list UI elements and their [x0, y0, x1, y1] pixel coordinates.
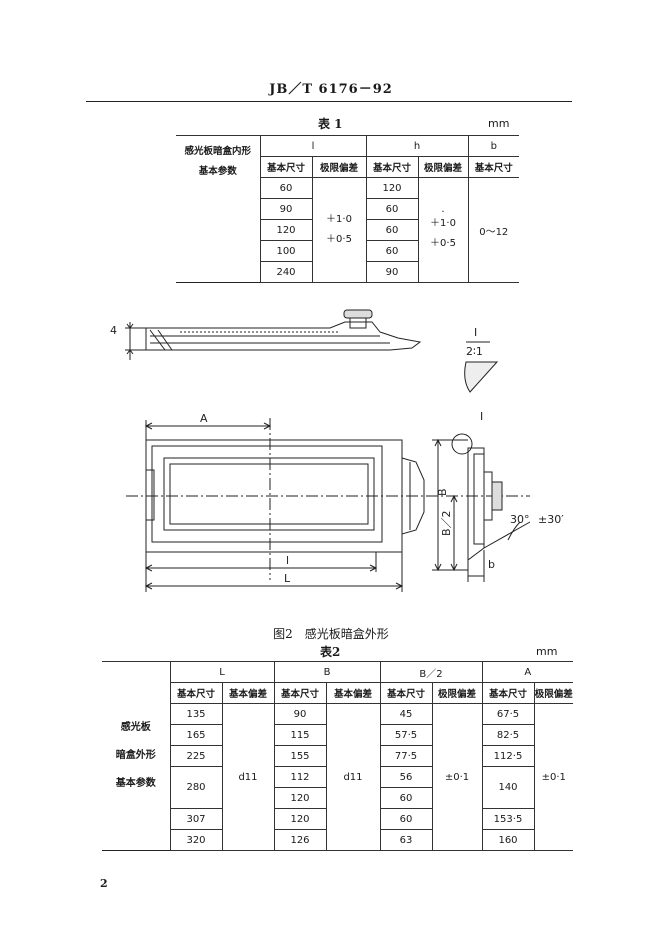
table2-B-value: 120	[273, 808, 327, 830]
label-angle-tol: ±30′	[538, 513, 564, 526]
table1: 感光板暗盒内形 基本参数 l h b 基本尺寸 极限偏差 基本尺寸 极限偏差 基…	[176, 135, 519, 283]
table2-A-value: 67·5	[481, 703, 535, 725]
table2-A-tolerance: ±0·1	[533, 703, 573, 851]
cassette-drawing: 4 I 2∶1 A I B B／2 30° ±30′ l L b	[110, 309, 564, 592]
table2-row-label-line2: 暗盒外形	[115, 750, 156, 761]
table2-A-value: 160	[481, 829, 535, 851]
label-A: A	[200, 412, 208, 425]
table2-B2-value: 56	[379, 766, 433, 788]
table2-A-value: 140	[481, 766, 535, 809]
table1-b-value: 0～12	[467, 177, 519, 283]
side-view	[125, 309, 422, 360]
table1-caption: 表 1	[318, 117, 343, 131]
table2-B-value: 120	[273, 787, 327, 809]
header-rule	[86, 101, 572, 102]
table1-h-dot: .	[441, 204, 445, 215]
table1-l-tolerance: ＋1·0 ＋0·5	[311, 177, 367, 283]
table2: 感光板 暗盒外形 基本参数 L B B／2 A 基本尺寸 基本偏差 基本尺寸 基…	[102, 661, 573, 851]
table2-subheader: 基本尺寸	[481, 682, 535, 704]
table2-B2-value: 63	[379, 829, 433, 851]
table2-L-value: 165	[169, 724, 223, 746]
label-b: b	[488, 558, 495, 571]
figure2-caption: 图2 感光板暗盒外形	[273, 627, 389, 641]
table2-L-deviation: d11	[221, 703, 275, 851]
table2-L-value: 135	[169, 703, 223, 725]
label-B: B	[436, 488, 449, 496]
label-angle: 30°	[510, 513, 530, 526]
label-L: L	[284, 572, 291, 585]
table2-subheader: 极限偏差	[533, 682, 573, 704]
table2-B-value: 112	[273, 766, 327, 788]
table2-group-L: L	[169, 661, 275, 683]
table1-l-value: 240	[259, 261, 313, 283]
table2-B-value: 115	[273, 724, 327, 746]
table2-B-value: 155	[273, 745, 327, 767]
label-l: l	[286, 554, 289, 567]
table2-row-label-line3: 基本参数	[115, 778, 156, 789]
table2-A-value: 112·5	[481, 745, 535, 767]
label-B2: B／2	[440, 510, 453, 536]
table1-h-tol-upper: ＋1·0	[430, 218, 456, 229]
table2-B-deviation: d11	[325, 703, 381, 851]
table1-row-label: 感光板暗盒内形 基本参数	[176, 135, 261, 283]
table1-l-tol-upper: ＋1·0	[326, 214, 352, 225]
end-view	[432, 433, 531, 582]
table2-L-value: 280	[169, 766, 223, 809]
standard-code-header: JB／T 6176－92	[269, 82, 393, 97]
table1-h-value: 90	[365, 261, 419, 283]
table2-subheader: 基本尺寸	[169, 682, 223, 704]
label-detail-ref: I	[474, 326, 477, 339]
table1-row-label-line1: 感光板暗盒内形	[184, 146, 251, 157]
label-detail-mark: I	[480, 410, 483, 423]
table2-group-A: A	[481, 661, 573, 683]
table1-h-tolerance: . ＋1·0 ＋0·5	[417, 177, 469, 283]
table2-unit: mm	[536, 645, 558, 658]
table2-group-B: B	[273, 661, 381, 683]
label-detail-scale: 2∶1	[466, 345, 483, 358]
table2-B2-value: 45	[379, 703, 433, 725]
table1-unit: mm	[488, 117, 510, 130]
table2-B2-value: 60	[379, 787, 433, 809]
table2-B-value: 126	[273, 829, 327, 851]
table2-subheader: 极限偏差	[431, 682, 483, 704]
table2-subheader: 基本偏差	[221, 682, 275, 704]
table2-caption: 表2	[320, 645, 341, 659]
front-view	[126, 418, 530, 592]
table2-row-label-line1: 感光板	[120, 722, 151, 733]
table2-L-value: 225	[169, 745, 223, 767]
table1-l-tol-lower: ＋0·5	[326, 234, 352, 245]
table2-L-value: 307	[169, 808, 223, 830]
table2-group-B2: B／2	[379, 661, 483, 683]
table2-B2-tolerance: ±0·1	[431, 703, 483, 851]
table2-B2-value: 57·5	[379, 724, 433, 746]
table2-B-value: 90	[273, 703, 327, 725]
table2-subheader: 基本尺寸	[379, 682, 433, 704]
table2-subheader: 基本尺寸	[273, 682, 327, 704]
table1-h-tol-lower: ＋0·5	[430, 238, 456, 249]
table2-row-label: 感光板 暗盒外形 基本参数	[102, 661, 171, 851]
table2-A-value: 153·5	[481, 808, 535, 830]
table2-A-value: 82·5	[481, 724, 535, 746]
table2-L-value: 320	[169, 829, 223, 851]
page-number: 2	[100, 877, 108, 890]
table2-B2-value: 77·5	[379, 745, 433, 767]
table1-row-label-line2: 基本参数	[198, 166, 237, 177]
detail-I	[464, 341, 499, 393]
table2-B2-value: 60	[379, 808, 433, 830]
table2-subheader: 基本偏差	[325, 682, 381, 704]
label-dim4: 4	[110, 324, 117, 337]
